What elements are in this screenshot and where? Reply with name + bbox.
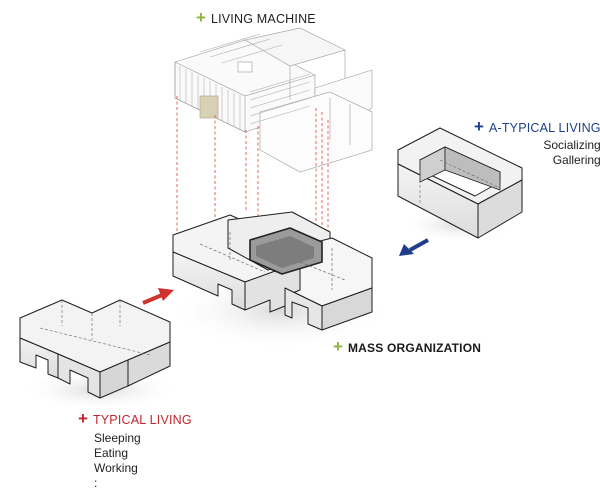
mass-organization-title: MASS ORGANIZATION xyxy=(347,341,482,355)
plus-icon: + xyxy=(333,337,343,356)
mass-organization-model xyxy=(170,211,390,350)
atypical-item: Socializing xyxy=(543,138,600,152)
typical-item: Eating xyxy=(94,446,129,460)
atypical-item: Gallering xyxy=(552,153,600,167)
red-arrow xyxy=(142,288,174,305)
plus-icon: + xyxy=(78,409,88,428)
plus-icon: + xyxy=(196,8,206,27)
living-machine-label: + LIVING MACHINE xyxy=(196,8,316,28)
blue-arrow xyxy=(399,238,429,256)
typical-item: Working xyxy=(94,461,138,475)
typical-living-title: TYPICAL LIVING xyxy=(92,413,192,427)
typical-item: : xyxy=(94,476,98,490)
atypical-living-model xyxy=(397,127,523,243)
projection-guides xyxy=(176,96,329,242)
atypical-living-title: A-TYPICAL LIVING xyxy=(488,121,600,135)
typical-item: Sleeping xyxy=(94,431,141,445)
living-machine-model xyxy=(174,27,373,173)
typical-living-label: +TYPICAL LIVING Sleeping Eating Working … xyxy=(78,409,192,491)
living-machine-title: LIVING MACHINE xyxy=(210,12,316,26)
plus-icon: + xyxy=(474,117,484,136)
atypical-living-label: + A-TYPICAL LIVING Socializing Gallering xyxy=(474,117,600,168)
typical-living-model xyxy=(19,299,180,410)
mass-organization-label: + MASS ORGANIZATION xyxy=(333,337,481,357)
